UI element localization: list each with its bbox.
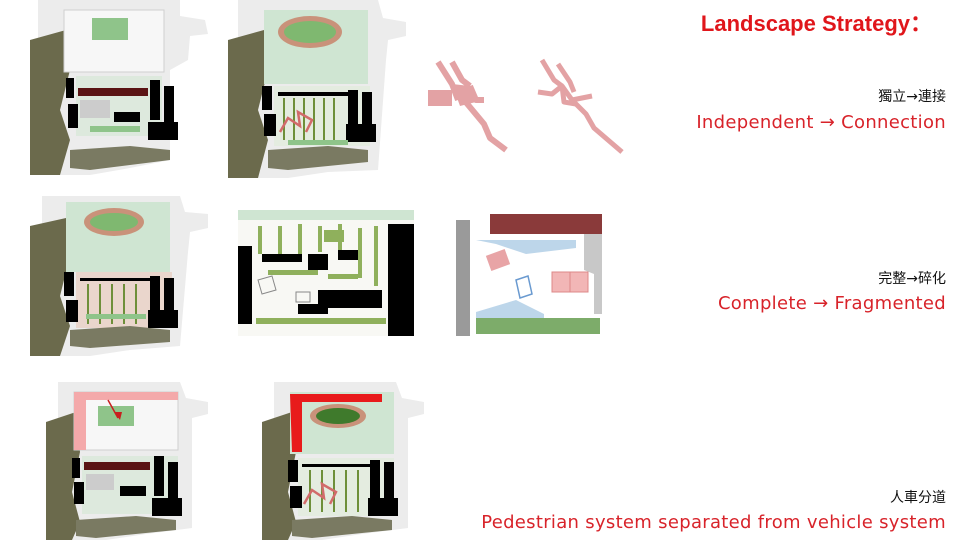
strategy-3-chinese-label: 人車分道: [890, 490, 946, 506]
connection-diagram-1: [424, 56, 524, 156]
site-plan-fragmented: [30, 196, 210, 356]
site-plan-existing-1: [30, 0, 210, 175]
strategy-2-english-label: Complete → Fragmented: [717, 293, 946, 314]
fragment-detail-plan: [238, 210, 414, 336]
strategy-2-chinese-label: 完整→碎化: [878, 271, 946, 287]
strategy-1-chinese-label: 獨立→連接: [878, 89, 946, 105]
site-plan-pedestrian-2: [262, 382, 424, 540]
page-title: Landscape Strategy：: [700, 11, 932, 36]
strategy-3-english-label: Pedestrian system separated from vehicle…: [481, 512, 946, 533]
connection-diagram-2: [532, 56, 632, 156]
fragmented-zones-diagram: [456, 214, 602, 338]
site-plan-pedestrian-1: [46, 382, 208, 540]
site-plan-connected: [228, 0, 408, 178]
strategy-1-english-label: Independent → Connection: [696, 112, 946, 133]
